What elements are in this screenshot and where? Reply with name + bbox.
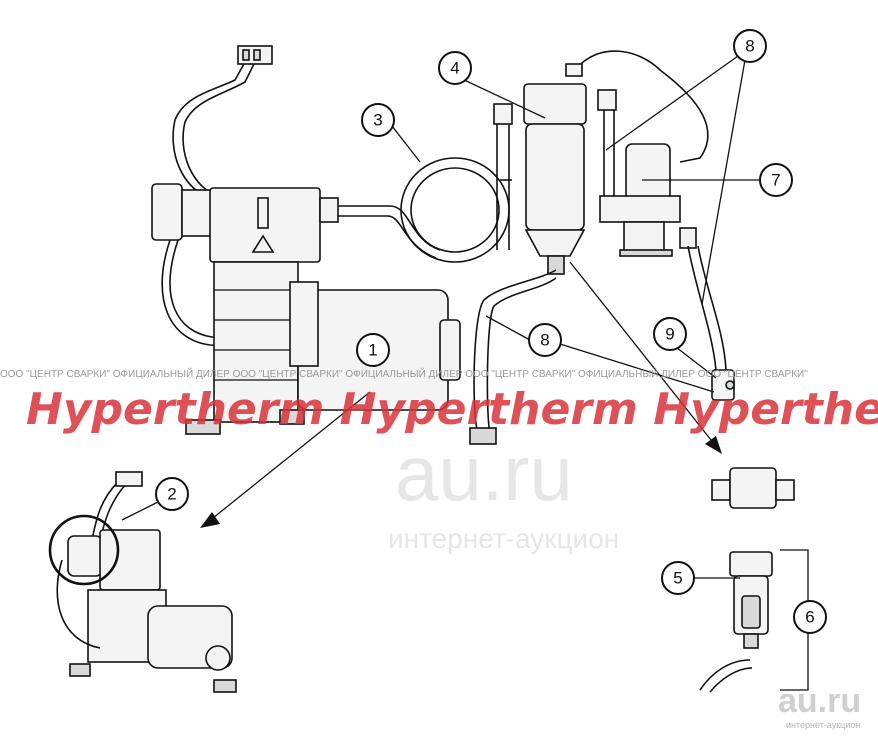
- detail-fitting-right: [775, 479, 795, 501]
- wire-harness-2: [182, 61, 256, 199]
- arrow-to-filter-detail: [569, 261, 716, 446]
- cylinder-body: [213, 261, 299, 423]
- callout-8-middle-label: 8: [540, 331, 549, 350]
- callout-7: 7: [759, 163, 793, 197]
- leader-8-top-b: [701, 59, 746, 305]
- filter-bowl-detail: [699, 549, 809, 693]
- detail-end-cap: [67, 535, 103, 577]
- detail-filter-head: [729, 467, 777, 509]
- coil-hose-inner: [410, 167, 500, 253]
- detail-foot: [69, 663, 91, 677]
- callout-8-top-label: 8: [745, 37, 754, 56]
- motor-bracket: [289, 281, 319, 367]
- solenoid-valve: [599, 143, 697, 257]
- callout-2: 2: [155, 477, 189, 511]
- filter-drain: [547, 255, 565, 275]
- tube-drain-2: [486, 277, 557, 433]
- valve-base: [623, 221, 665, 253]
- valve-mount-plate: [619, 249, 673, 257]
- filter-outlet-fitting: [597, 89, 617, 111]
- coil-hose: [400, 157, 510, 263]
- motor-end: [439, 319, 461, 381]
- detail-connector: [115, 471, 143, 487]
- head-slot: [257, 197, 269, 229]
- callout-1-label: 1: [368, 341, 377, 360]
- detail-drain: [743, 633, 759, 649]
- callout-7-label: 7: [771, 171, 780, 190]
- leader-8-mid-a: [485, 315, 531, 341]
- detail-head: [99, 529, 161, 591]
- drain-fitting: [469, 427, 497, 445]
- detail-drain-tube: [699, 659, 751, 691]
- leader-lines: [121, 55, 760, 579]
- arrow-to-compressor-detail: [207, 391, 371, 523]
- mount-foot: [185, 419, 221, 435]
- connector-pin: [242, 49, 250, 61]
- detail-foot: [213, 679, 237, 693]
- connector-pin: [253, 49, 261, 61]
- valve-outlet-fitting: [679, 227, 697, 249]
- detail-wire: [91, 481, 119, 541]
- detail-fitting-left: [711, 479, 731, 501]
- callout-6-label: 6: [805, 608, 814, 627]
- filter-head: [523, 83, 587, 125]
- solenoid-coil: [625, 143, 671, 205]
- detail-filter-element: [741, 595, 761, 629]
- wire-harness-lower: [161, 239, 301, 351]
- au-ru-logo: au.ru интернет-аукцион: [778, 682, 861, 730]
- callout-5-label: 5: [673, 569, 682, 588]
- detail-highlight-circle: [48, 514, 120, 586]
- valve-wire-connector: [565, 63, 583, 77]
- callout-6: 6: [793, 600, 827, 634]
- wire-harness-lower-2: [169, 239, 301, 343]
- leader-8-top-a: [605, 55, 739, 151]
- detail-drain-tube-2: [709, 667, 753, 693]
- callout-1: 1: [356, 333, 390, 367]
- outlet-hose: [338, 205, 441, 251]
- wire-harness: [172, 61, 246, 201]
- valve-body: [599, 195, 681, 223]
- arrowhead: [200, 512, 220, 528]
- filter-bowl: [525, 123, 585, 231]
- callout-3-label: 3: [373, 111, 382, 130]
- head-fitting: [319, 197, 339, 223]
- leader-4: [459, 77, 546, 119]
- warning-label: [251, 234, 275, 253]
- callout-4-label: 4: [450, 59, 459, 78]
- compressor-flange: [181, 189, 213, 237]
- filter-assembly: [493, 50, 709, 275]
- brand-watermark: Hypertherm Hypertherm Hypertherm Hyp: [26, 384, 878, 435]
- callout-5: 5: [661, 561, 695, 595]
- faint-watermark-tagline: интернет-аукцион: [388, 523, 619, 554]
- callout-9-label: 9: [665, 325, 674, 344]
- dealer-watermark: ООО "ЦЕНТР СВАРКИ" ОФИЦИАЛЬНЫЙ ДИЛЕР ООО…: [0, 367, 808, 380]
- callout-9: 9: [653, 317, 687, 351]
- valve-wire: [574, 50, 709, 163]
- tube-valve-outlet: [687, 245, 717, 371]
- leader-9: [671, 343, 717, 379]
- logo-tagline: интернет-аукцион: [786, 720, 860, 730]
- compressor-end-cap: [151, 183, 183, 241]
- callout-4: 4: [438, 51, 472, 85]
- leader-8-mid-b: [559, 343, 715, 393]
- leader-3: [391, 125, 421, 163]
- leader-2: [121, 501, 159, 521]
- tube-valve-outlet-2: [697, 245, 727, 371]
- filter-inlet-fitting: [493, 103, 513, 125]
- arrowhead: [705, 436, 722, 454]
- tube-drain: [473, 269, 557, 433]
- filter-bowl-bottom: [524, 229, 586, 257]
- filter-element-detail: [711, 467, 795, 509]
- callout-8-top: 8: [733, 29, 767, 63]
- callout-3: 3: [361, 103, 395, 137]
- logo-text: au.ru: [778, 682, 861, 720]
- mount-foot: [279, 409, 305, 425]
- detail-bowl-cap: [729, 551, 773, 577]
- callout-8-middle: 8: [528, 323, 562, 357]
- callout-2-label: 2: [167, 485, 176, 504]
- detail-motor-end: [205, 645, 231, 671]
- t-fitting-port: [725, 380, 735, 390]
- compressor-detail: [48, 471, 237, 693]
